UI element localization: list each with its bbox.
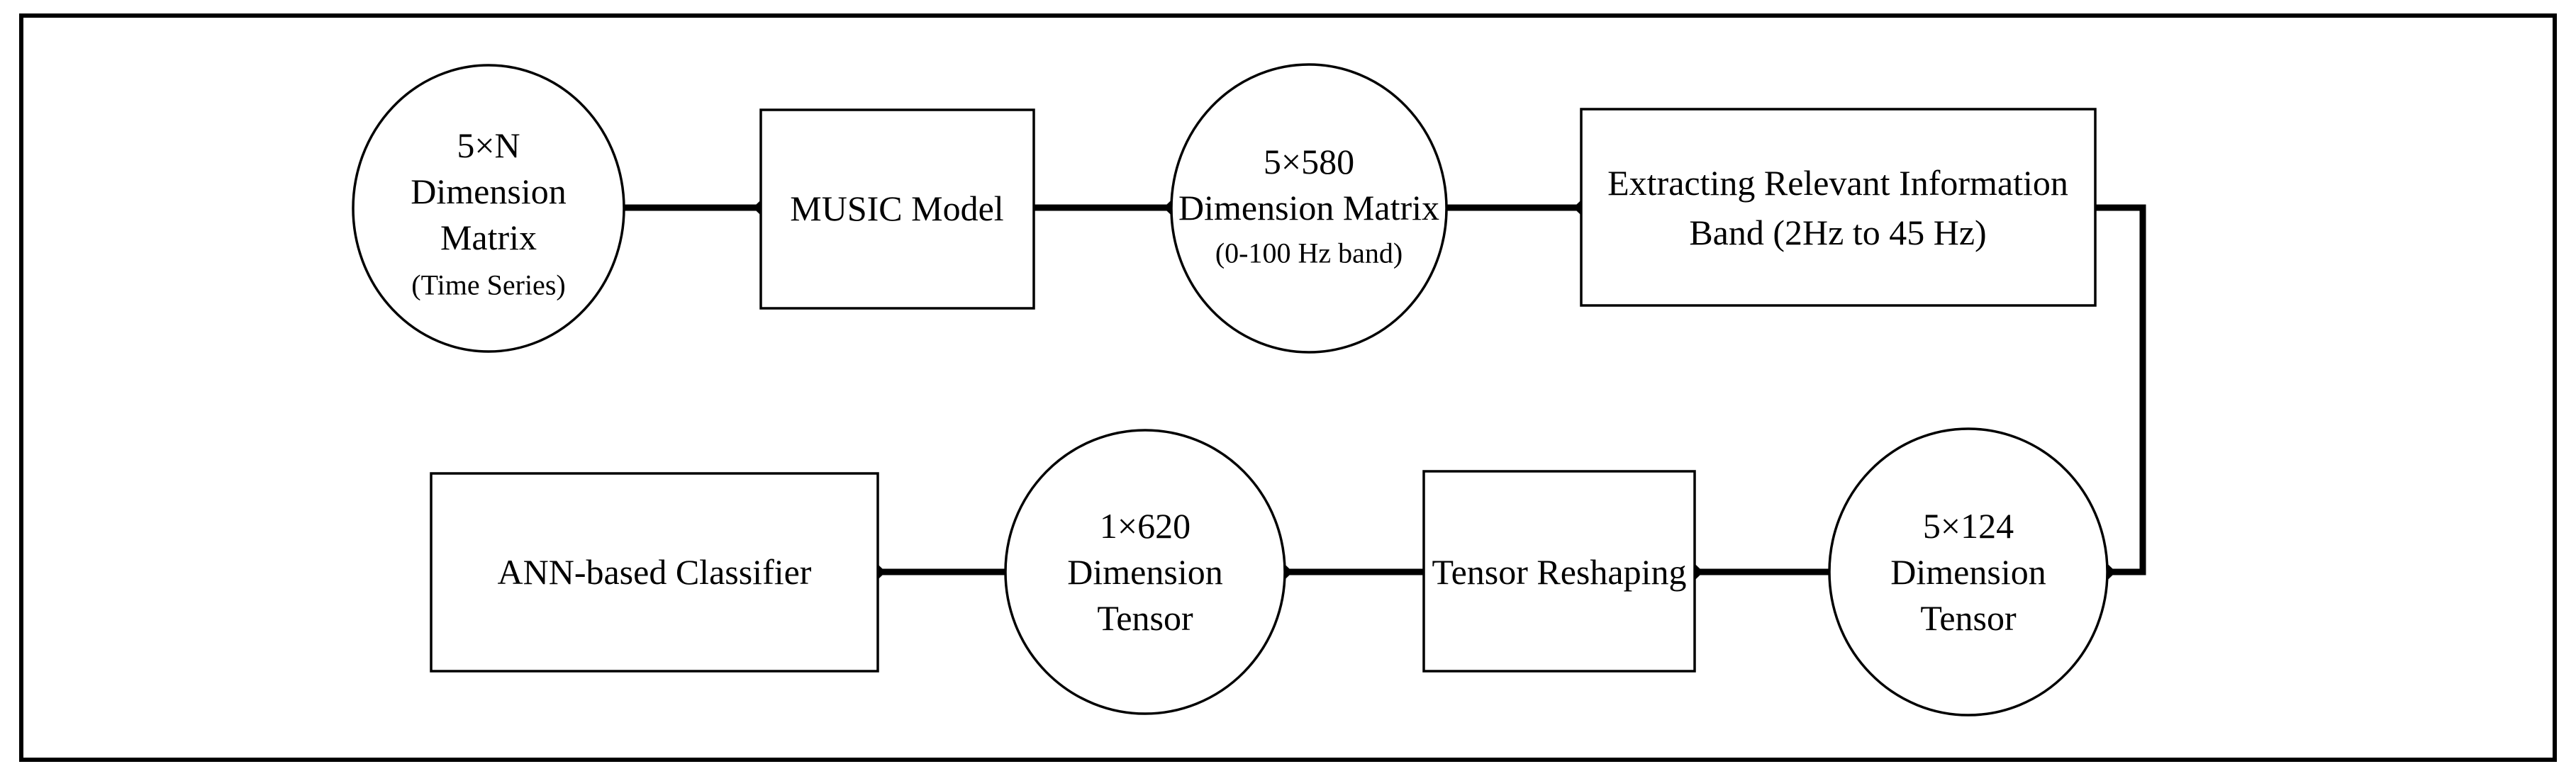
input-matrix-note: (Time Series) [411, 269, 565, 301]
spectrum-matrix-note: (0-100 Hz band) [1215, 237, 1403, 269]
node-ann-classifier: ANN-based Classifier [430, 472, 879, 673]
figure-frame [19, 13, 2557, 762]
band-tensor-label-line3: Tensor [1920, 598, 2017, 638]
band-extraction-label-line2: Band (2Hz to 45 Hz) [1689, 213, 1986, 252]
band-extraction-label-line1: Extracting Relevant Information [1607, 163, 2068, 203]
flat-tensor-ellipse [1004, 429, 1286, 715]
node-input-matrix: 5×N Dimension Matrix (Time Series) [352, 64, 625, 353]
band-extraction-box [1580, 108, 2097, 307]
input-matrix-label-line3: Matrix [440, 218, 537, 257]
tensor-reshaping-box [1422, 470, 1696, 673]
input-matrix-label-line2: Dimension [411, 172, 566, 211]
input-matrix-label-line1: 5×N [457, 125, 520, 165]
node-band-extraction: Extracting Relevant Information Band (2H… [1580, 108, 2097, 307]
spectrum-matrix-label-line1: 5×580 [1264, 142, 1354, 181]
input-matrix-ellipse [352, 64, 625, 353]
music-model-box [759, 108, 1035, 310]
flat-tensor-label-line3: Tensor [1097, 598, 1193, 638]
node-music-model: MUSIC Model [759, 108, 1035, 310]
flat-tensor-label-line2: Dimension [1067, 552, 1222, 592]
tensor-reshaping-label: Tensor Reshaping [1432, 552, 1687, 592]
ann-classifier-label: ANN-based Classifier [498, 552, 812, 592]
band-tensor-ellipse [1828, 427, 2109, 717]
node-band-tensor: 5×124 Dimension Tensor [1828, 427, 2109, 717]
band-tensor-label-line1: 5×124 [1923, 506, 2014, 546]
ann-classifier-box [430, 472, 879, 673]
music-model-label: MUSIC Model [790, 189, 1003, 228]
arrow-band-extraction-to-band-tensor [2095, 204, 2146, 572]
node-tensor-reshaping: Tensor Reshaping [1422, 470, 1696, 673]
node-flat-tensor: 1×620 Dimension Tensor [1004, 429, 1286, 715]
spectrum-matrix-label-line2: Dimension Matrix [1178, 188, 1439, 227]
spectrum-matrix-ellipse [1170, 63, 1448, 354]
node-spectrum-matrix: 5×580 Dimension Matrix (0-100 Hz band) [1170, 63, 1448, 354]
band-tensor-label-line2: Dimension [1890, 552, 2046, 592]
flat-tensor-label-line1: 1×620 [1100, 506, 1191, 546]
